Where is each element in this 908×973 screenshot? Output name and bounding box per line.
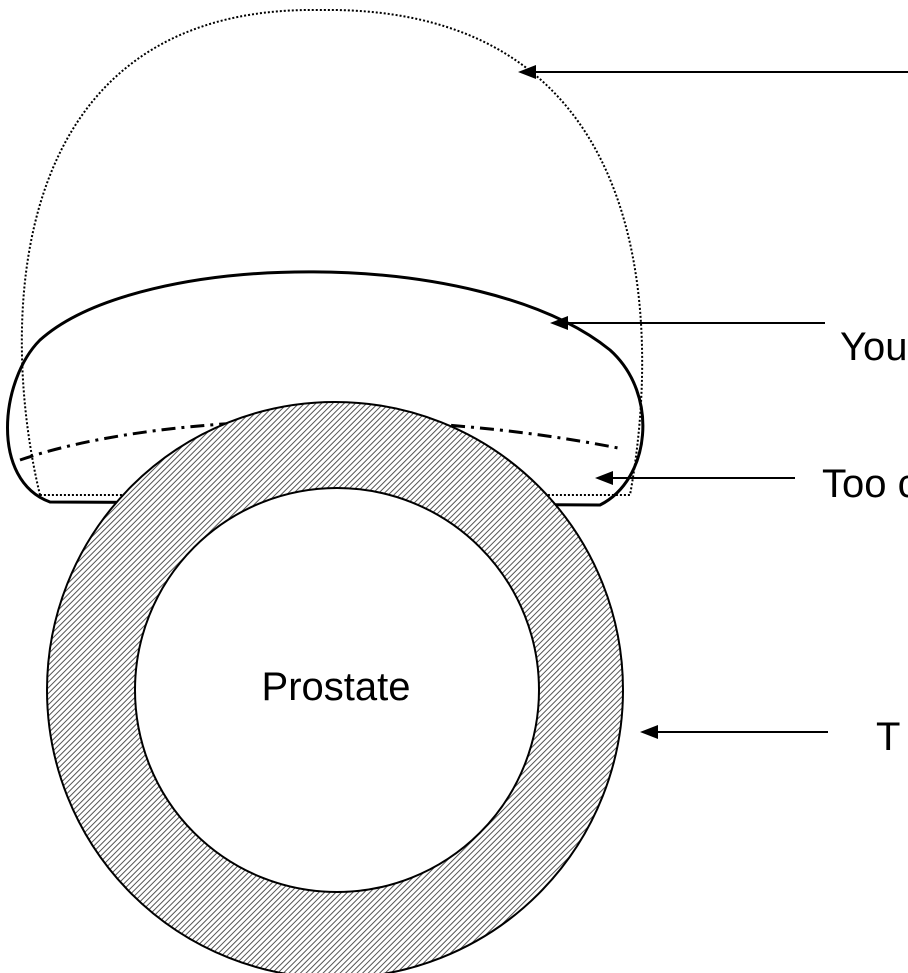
label-solid: You bbox=[840, 325, 908, 369]
label-ring: T bbox=[876, 715, 900, 759]
arrowhead-dashdot bbox=[595, 471, 613, 485]
label-dashdot: Too c bbox=[822, 462, 908, 506]
arrowhead-outer bbox=[518, 65, 536, 79]
prostate-label: Prostate bbox=[262, 665, 411, 709]
arrowhead-ring bbox=[640, 725, 658, 739]
